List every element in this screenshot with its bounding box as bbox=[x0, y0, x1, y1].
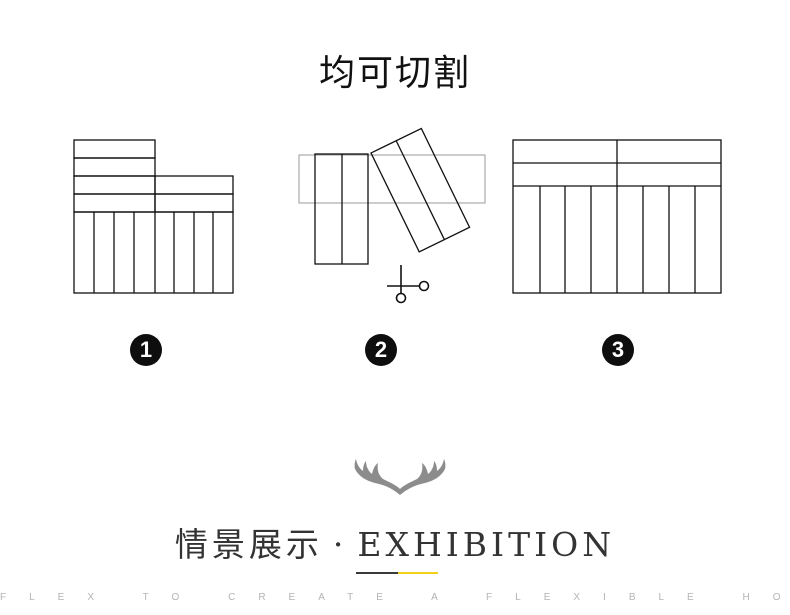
underline-dark bbox=[356, 572, 398, 574]
page-title: 均可切割 bbox=[318, 53, 471, 94]
diagram-step-3 bbox=[512, 139, 722, 294]
antler-icon bbox=[354, 459, 446, 495]
diagram-step-1 bbox=[73, 139, 234, 294]
step-number-3: 3 bbox=[602, 334, 634, 366]
step-number-1: 1 bbox=[130, 334, 162, 366]
underline-accent bbox=[398, 572, 438, 574]
exhibition-english: EXHIBITION bbox=[357, 525, 616, 564]
diagram-step-2 bbox=[298, 127, 486, 304]
tagline: FLEX TO CREATE A FLEXIBLE HOM bbox=[0, 592, 790, 603]
scissors-icon bbox=[387, 265, 430, 304]
step-number-2: 2 bbox=[365, 334, 397, 366]
exhibition-separator: · bbox=[332, 525, 348, 564]
exhibition-chinese: 情景展示 bbox=[174, 525, 323, 564]
exhibition-heading: 情景展示·EXHIBITION bbox=[0, 518, 790, 566]
